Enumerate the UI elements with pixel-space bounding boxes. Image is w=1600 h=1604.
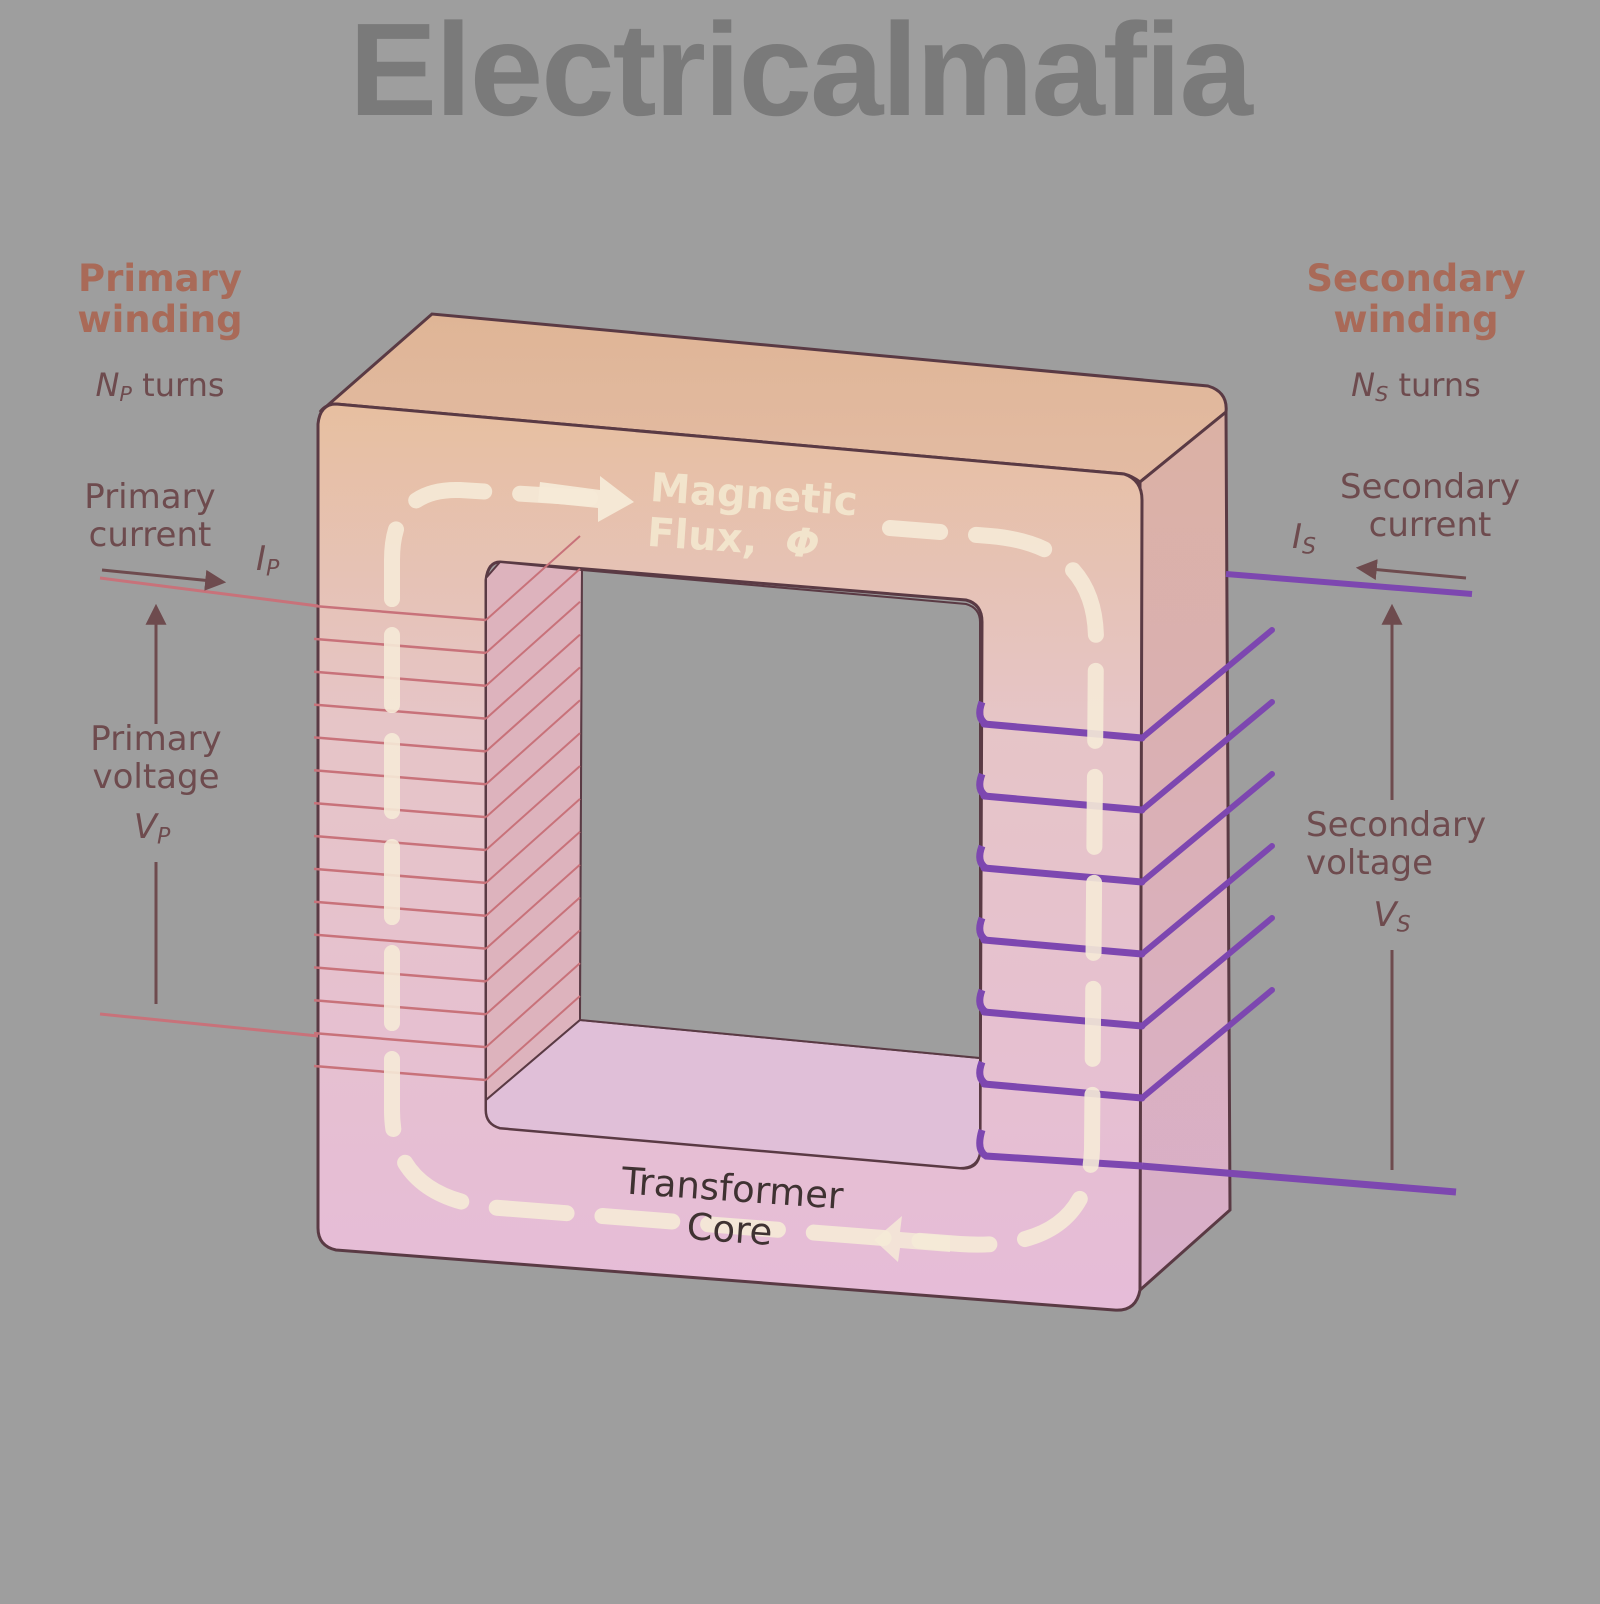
primary-turns-word: turns — [142, 366, 225, 404]
secondary-coil-turn — [976, 915, 1275, 1030]
primary-voltage-symbol: V — [133, 807, 157, 847]
primary-current-subscript: P — [266, 555, 280, 582]
flux-line2: Flux, — [645, 509, 760, 564]
primary-coil-turn — [313, 633, 581, 720]
flux-label: Magnetic Flux, Φ — [645, 465, 859, 570]
secondary-bottom-lead — [1141, 1162, 1457, 1196]
primary-voltage-subscript: P — [156, 823, 171, 850]
secondary-current-line2: current — [1368, 505, 1492, 546]
core-window — [578, 568, 981, 1060]
primary-bottom-lead — [99, 1012, 319, 1038]
secondary-coil-turn — [976, 843, 1275, 958]
core-side-face — [1138, 408, 1232, 1294]
primary-top-lead — [99, 576, 319, 608]
secondary-voltage-label: Secondary voltage — [1306, 806, 1526, 882]
flux-symbol: Φ — [783, 519, 821, 568]
secondary-title-line2: winding — [1333, 298, 1499, 342]
primary-current-label: Primary current — [60, 478, 240, 554]
secondary-coil-turn — [976, 699, 1275, 814]
secondary-top-lead — [1225, 571, 1473, 597]
primary-voltage-symbol-label: VP — [122, 808, 182, 849]
primary-current-symbol: I — [256, 539, 267, 579]
watermark: Electricalmafia — [349, 0, 1253, 143]
primary-voltage-line2: voltage — [92, 757, 220, 798]
secondary-current-line1: Secondary — [1339, 467, 1521, 507]
primary-current-arrow — [101, 568, 227, 591]
secondary-current-symbol: I — [1292, 517, 1303, 557]
secondary-voltage-subscript: S — [1396, 911, 1411, 938]
secondary-voltage-line1: Secondary — [1306, 805, 1487, 845]
secondary-voltage-symbol: V — [1373, 895, 1397, 935]
secondary-turns-label: NS turns — [1296, 366, 1536, 407]
secondary-title-line1: Secondary — [1306, 257, 1526, 300]
secondary-turns-subscript: S — [1375, 382, 1389, 407]
primary-coil-turn — [313, 765, 581, 852]
primary-voltage-line1: Primary — [90, 719, 222, 759]
primary-coil-turn — [313, 535, 581, 622]
secondary-winding-title: Secondary winding — [1276, 258, 1556, 341]
primary-coil-turn — [313, 863, 581, 950]
primary-turns-symbol: N — [95, 366, 120, 404]
secondary-coil-turn — [976, 771, 1275, 886]
primary-current-symbol-label: IP — [256, 540, 279, 581]
primary-title-line1: Primary — [78, 257, 242, 300]
primary-voltage-label: Primary voltage — [66, 720, 246, 796]
primary-turns-label: NP turns — [40, 366, 280, 407]
secondary-voltage-line2: voltage — [1306, 843, 1434, 884]
secondary-current-arrow — [1355, 559, 1467, 581]
primary-winding-title: Primary winding — [40, 258, 280, 341]
secondary-coil — [976, 627, 1275, 1170]
primary-turns-subscript: P — [119, 382, 132, 407]
primary-coil-turn — [313, 962, 581, 1049]
secondary-turns-word: turns — [1398, 366, 1481, 404]
secondary-coil-turn — [976, 987, 1275, 1102]
secondary-coil-turn — [976, 627, 1275, 742]
flux-path — [384, 481, 1105, 1253]
secondary-current-subscript: S — [1302, 533, 1317, 560]
secondary-turns-symbol: N — [1351, 366, 1376, 404]
secondary-voltage-symbol-label: VS — [1362, 896, 1422, 937]
secondary-current-symbol-label: IS — [1292, 518, 1316, 559]
secondary-current-label: Secondary current — [1320, 468, 1540, 544]
primary-current-line2: current — [88, 515, 212, 556]
secondary-coil-tail — [976, 1128, 1143, 1170]
flux-arrow-top — [538, 476, 634, 522]
flux-arrow-bottom — [874, 1216, 950, 1262]
primary-title-line2: winding — [77, 298, 243, 342]
primary-current-line1: Primary — [84, 477, 216, 517]
